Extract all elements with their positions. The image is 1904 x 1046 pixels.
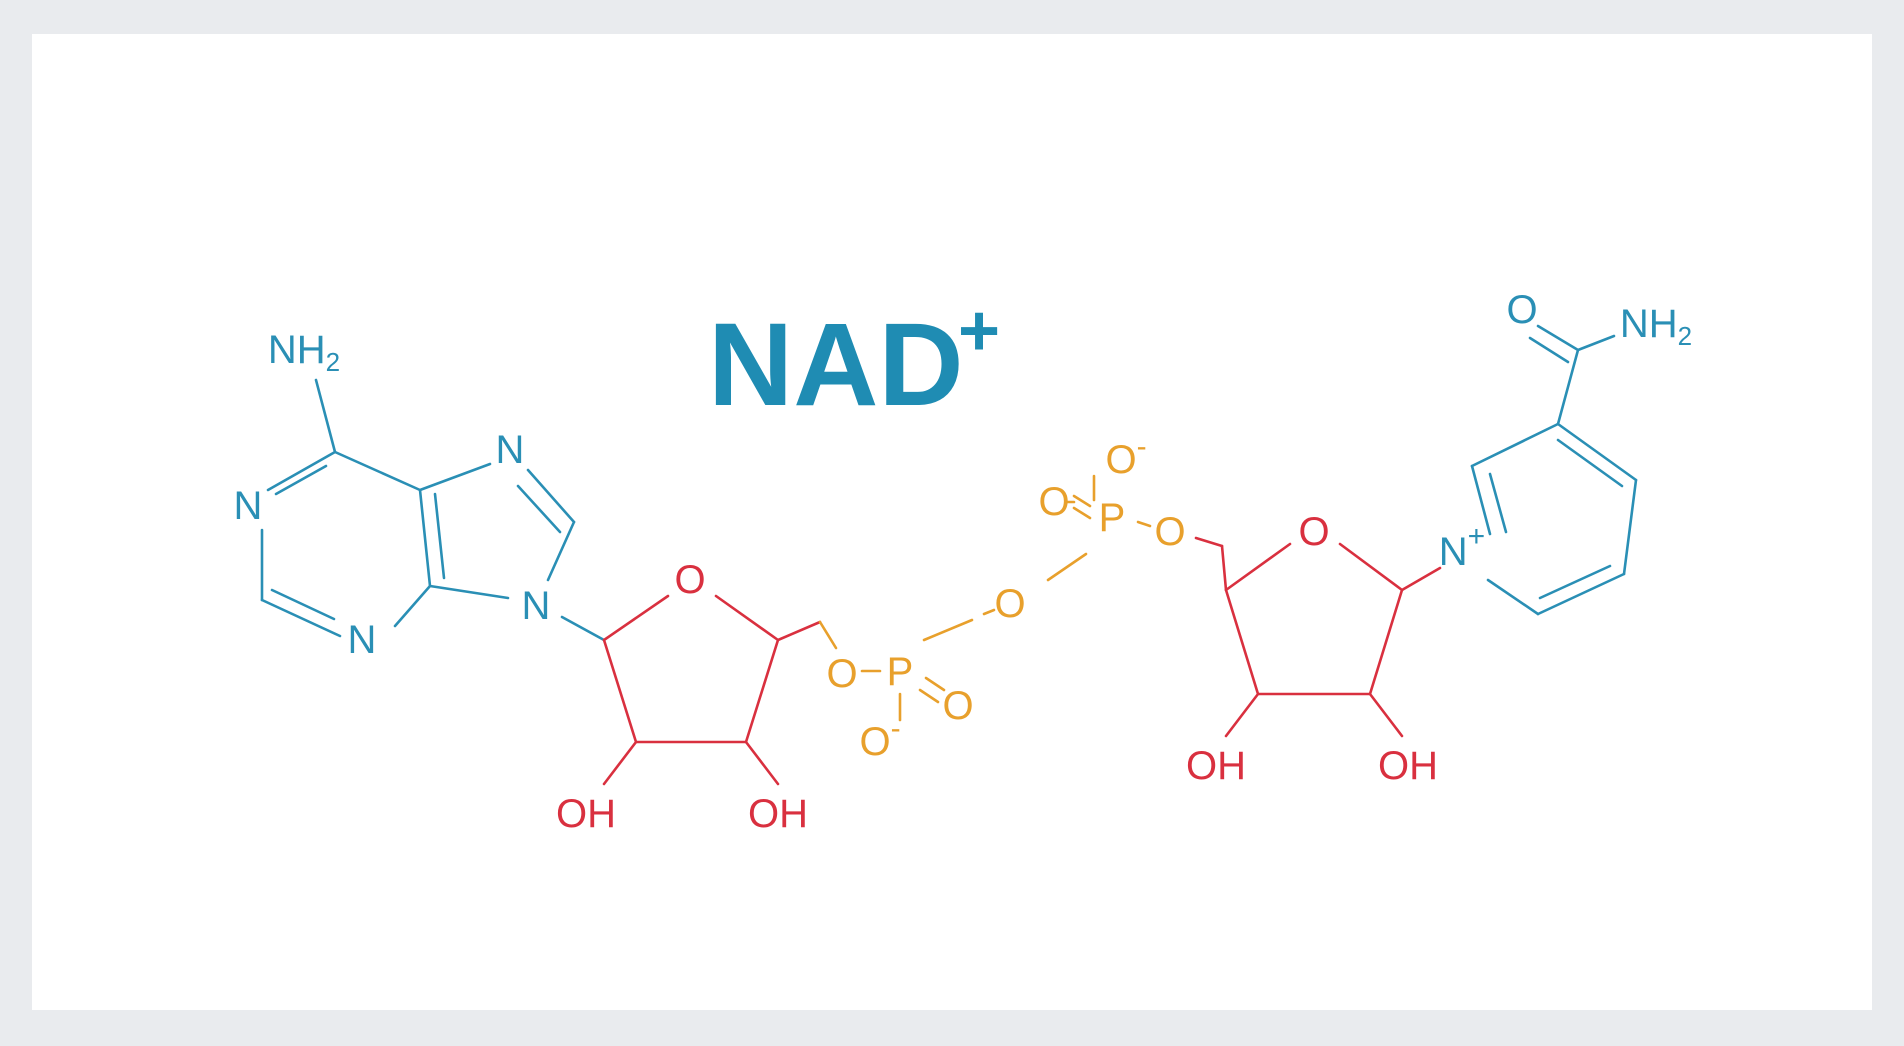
phosphate-right-anion-oxygen: O- [1105,430,1146,483]
adenine-n1-label: N [234,484,263,528]
phosphate-right-double-oxygen: O [1038,480,1069,524]
adenine-n7-label: N [496,428,525,472]
adenine-atoms: NH2 N N N N [234,328,551,662]
phosphate-right-atoms: O- O P O [1038,430,1185,555]
phosphate-right-bonds [1064,474,1152,528]
molecule-title: NAD [708,299,964,431]
phosphate-left-phosphorus: P [887,650,914,694]
nicotinamide-atoms: N+ O NH2 [1439,288,1692,574]
ribose-left-hydroxyl-1: OH [556,792,616,836]
molecule-title-charge: + [958,291,1000,371]
adenine-n9-label: N [522,584,551,628]
adenine-amine-label: NH2 [268,328,340,377]
adenine-bonds [260,378,606,642]
nicotinamide-carbonyl-oxygen: O [1506,288,1537,332]
adenine-n3-label: N [348,618,377,662]
phosphate-left-anion-oxygen: O- [859,712,900,765]
ribose-right-atoms: O OH OH [1186,510,1438,788]
ribose-left-hydroxyl-2: OH [748,792,808,836]
ribose-right-hydroxyl-1: OH [1186,744,1246,788]
ribose-left-atoms: O OH OH [556,558,808,836]
ribose-left-bonds [602,594,780,786]
phosphate-left-bonds [818,552,1088,722]
diagram-card [32,34,1872,1010]
ribose-right-ring-oxygen: O [1298,510,1329,554]
nicotinamide-ring-nitrogen: N+ [1439,520,1485,575]
phosphate-right-ester-oxygen: O [1154,510,1185,554]
nicotinamide-bonds [1470,324,1638,616]
ribose-right-hydroxyl-2: OH [1378,744,1438,788]
nicotinamide-amine-label: NH2 [1620,302,1692,351]
phosphate-left-ester-oxygen: O [826,652,857,696]
ribose-right-bonds [1194,536,1442,738]
phosphate-right-phosphorus: P [1099,496,1126,540]
phosphate-left-atoms: O P O O- O [826,582,1025,764]
ribose-left-ring-oxygen: O [674,558,705,602]
bridging-oxygen: O [994,582,1025,626]
phosphate-left-double-oxygen: O [942,684,973,728]
